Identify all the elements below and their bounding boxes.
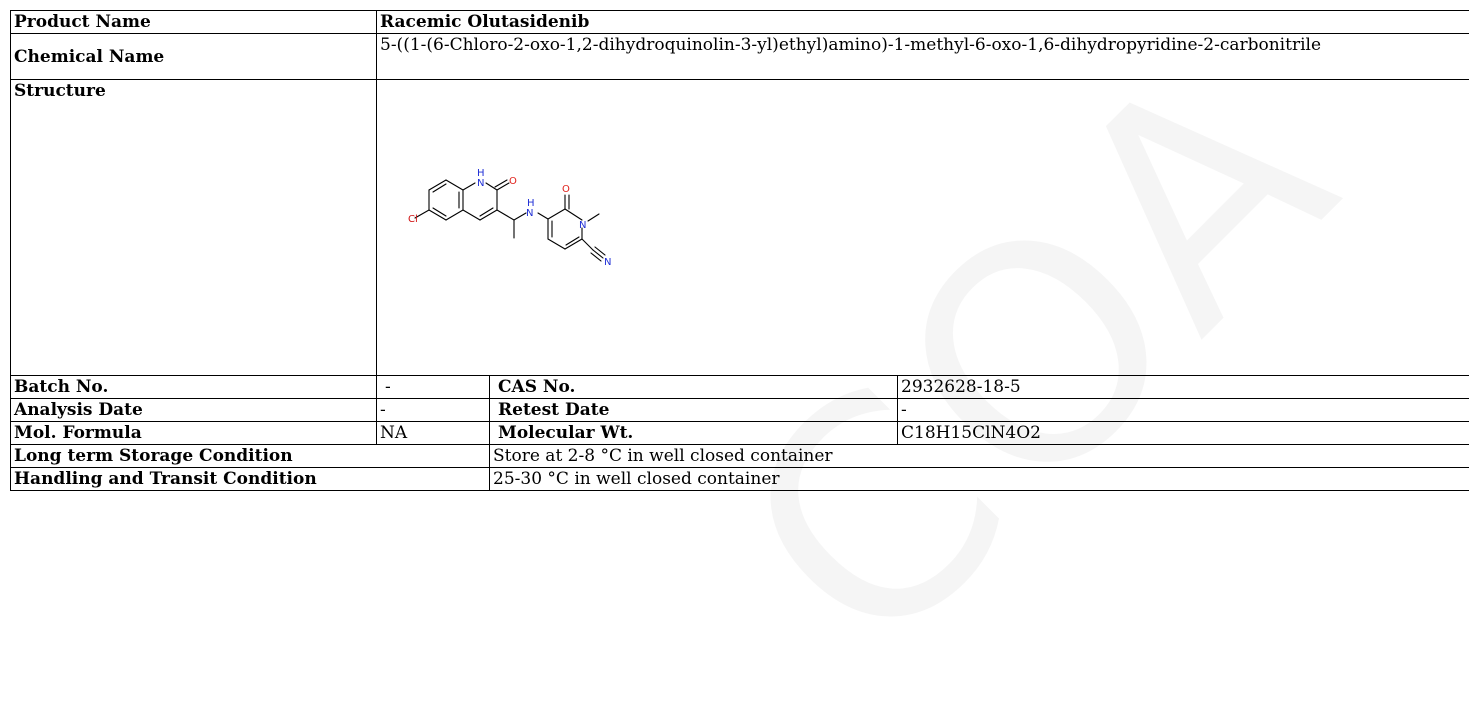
molecular-wt-value: C18H15ClN4O2 <box>898 422 1469 445</box>
atom-n-nitrile: N <box>604 257 611 268</box>
row-storage: Long term Storage Condition Store at 2-8… <box>11 445 1469 468</box>
retest-date-label: Retest Date <box>490 399 898 422</box>
chemical-name-value: 5-((1-(6-Chloro-2-oxo-1,2-dihydroquinoli… <box>377 34 1469 80</box>
coa-table: Product Name Racemic Olutasidenib Chemic… <box>10 10 1469 491</box>
atom-n-quinoline: N <box>477 178 484 189</box>
analysis-date-label: Analysis Date <box>11 399 377 422</box>
mol-formula-label: Mol. Formula <box>11 422 377 445</box>
product-name-label: Product Name <box>11 11 377 34</box>
atom-n-pyridone: N <box>579 220 586 231</box>
analysis-date-value: - <box>377 399 490 422</box>
product-name-value: Racemic Olutasidenib <box>377 11 1469 34</box>
chemical-name-label: Chemical Name <box>11 34 377 80</box>
row-product-name: Product Name Racemic Olutasidenib <box>11 11 1469 34</box>
atom-o-pyridone: O <box>562 184 570 195</box>
batch-no-value: - <box>377 376 490 399</box>
batch-no-label: Batch No. <box>11 376 377 399</box>
handling-condition-label: Handling and Transit Condition <box>11 468 490 491</box>
structure-cell: Cl H N O H N <box>377 80 1469 376</box>
cas-no-value: 2932628-18-5 <box>898 376 1469 399</box>
row-handling: Handling and Transit Condition 25-30 °C … <box>11 468 1469 491</box>
storage-condition-value: Store at 2-8 °C in well closed container <box>490 445 1469 468</box>
chemical-structure-image-right: O N N <box>545 158 665 278</box>
row-structure: Structure <box>11 80 1469 376</box>
row-chemical-name: Chemical Name 5-((1-(6-Chloro-2-oxo-1,2-… <box>11 34 1469 80</box>
row-dates: Analysis Date - Retest Date - <box>11 399 1469 422</box>
handling-condition-value: 25-30 °C in well closed container <box>490 468 1469 491</box>
row-batch-cas: Batch No. - CAS No. 2932628-18-5 <box>11 376 1469 399</box>
mol-formula-value: NA <box>377 422 490 445</box>
structure-label: Structure <box>11 80 377 376</box>
retest-date-value: - <box>898 399 1469 422</box>
cas-no-label: CAS No. <box>490 376 898 399</box>
storage-condition-label: Long term Storage Condition <box>11 445 490 468</box>
atom-n-amine: N <box>526 208 533 219</box>
chemical-structure-image: Cl H N O H N <box>405 158 565 278</box>
atom-o-quinoline: O <box>509 176 517 187</box>
molecular-wt-label: Molecular Wt. <box>490 422 898 445</box>
row-formula-weight: Mol. Formula NA Molecular Wt. C18H15ClN4… <box>11 422 1469 445</box>
atom-cl-label: Cl <box>408 214 418 225</box>
